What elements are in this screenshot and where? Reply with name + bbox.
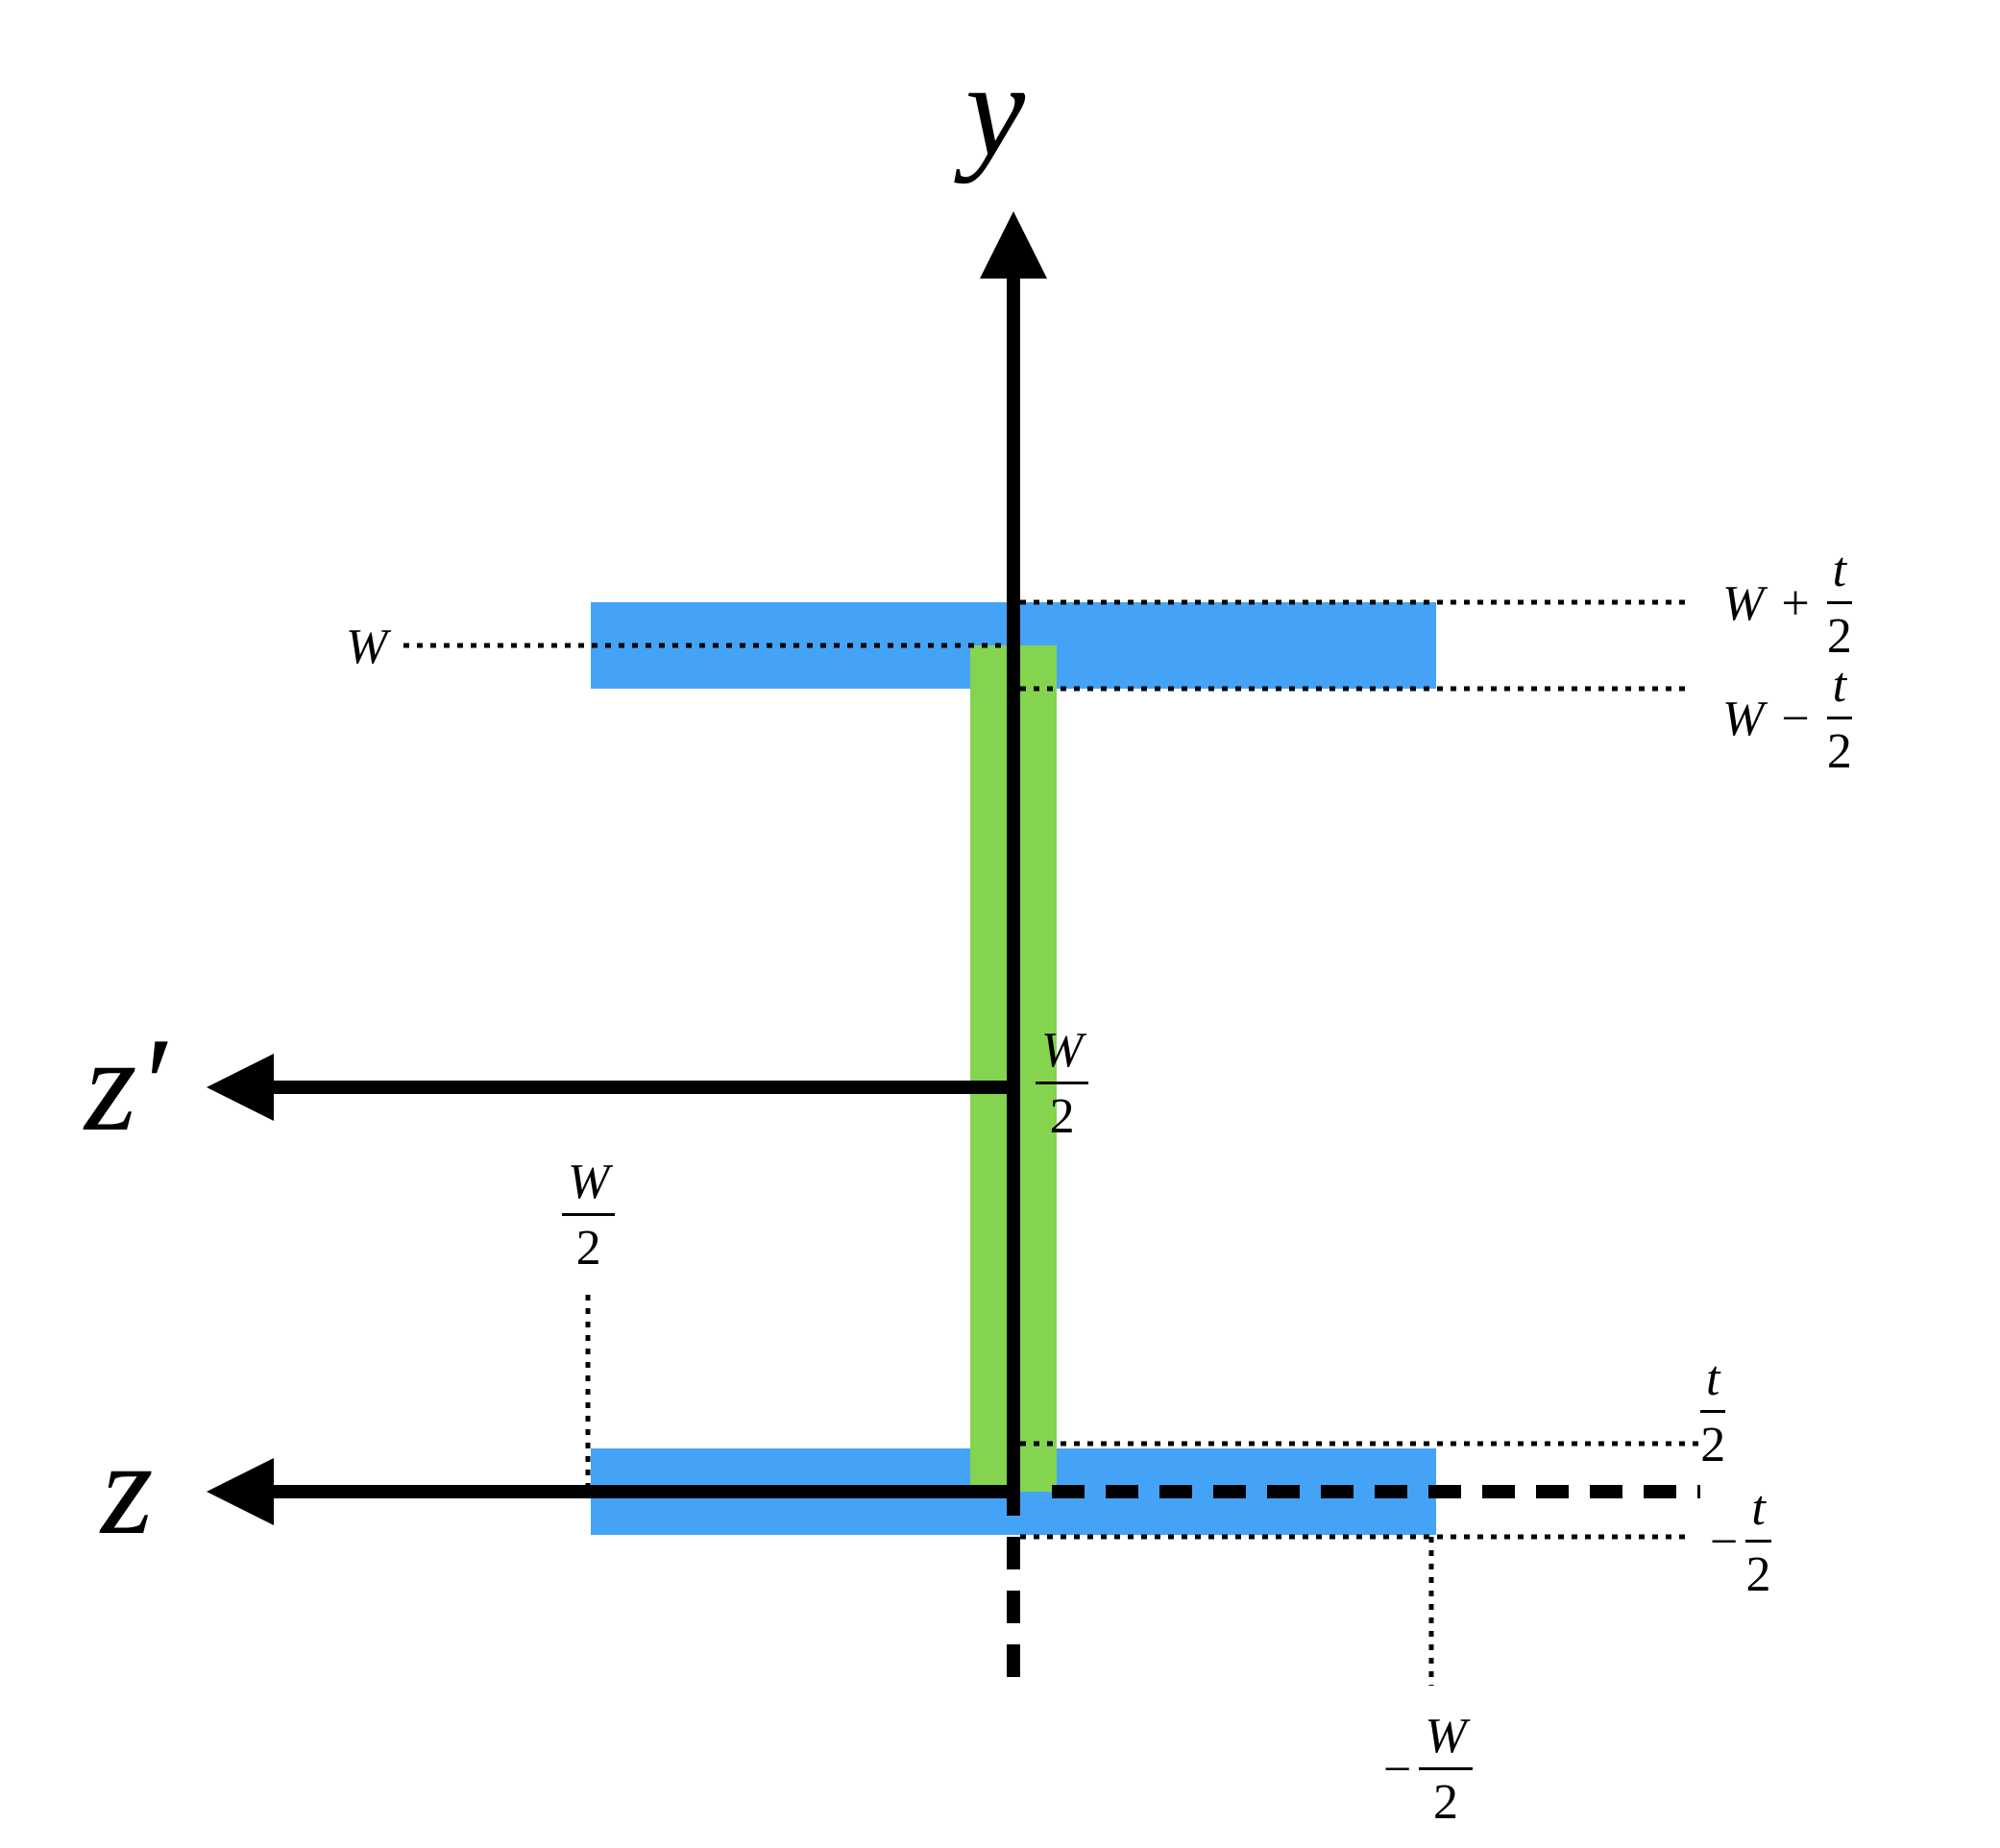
- neg-t-half-label: − t 2: [1710, 1481, 1771, 1602]
- y-axis-arrowhead: [980, 211, 1047, 279]
- w-minus-half-t-label: W − t 2: [1722, 658, 1853, 779]
- y-axis-label: y: [965, 36, 1026, 184]
- w-half-left-label: W 2: [562, 1157, 616, 1274]
- neg-w-half-label: − W 2: [1383, 1712, 1473, 1828]
- z-prime-axis-arrowhead: [207, 1054, 274, 1121]
- w-plus-half-t-label: W + t 2: [1722, 543, 1853, 664]
- z-axis-arrowhead: [207, 1458, 274, 1525]
- z-axis-label: z: [101, 1414, 154, 1563]
- z-prime-axis-label: z′: [85, 1010, 167, 1159]
- w-half-centroid-label: W 2: [1036, 1026, 1089, 1142]
- t-half-label: t 2: [1700, 1351, 1726, 1472]
- w-label: W: [346, 620, 388, 674]
